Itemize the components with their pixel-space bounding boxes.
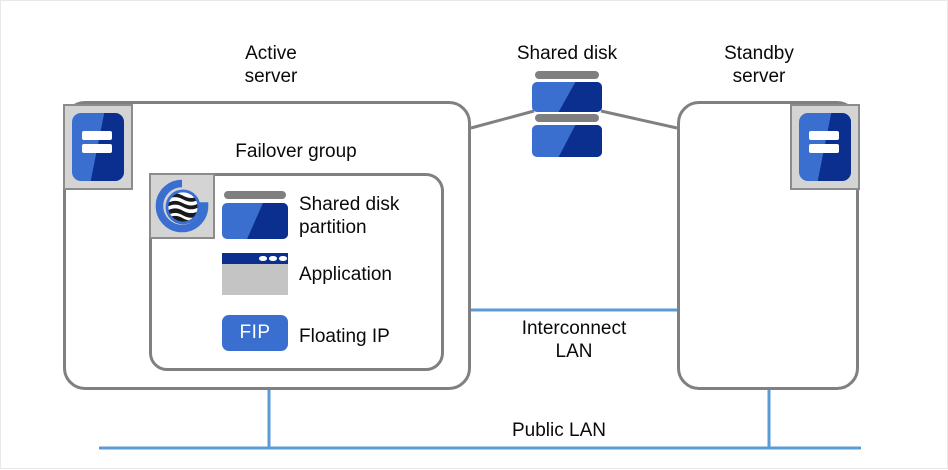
disk-stack-bar-bottom [535, 114, 599, 122]
shared-disk-partition-label: Shared disk partition [299, 194, 400, 238]
disk-body [222, 203, 288, 239]
public-lan-label: Public LAN [512, 420, 606, 441]
fip-badge-icon: FIP [222, 315, 288, 351]
failover-group-label: Failover group [235, 141, 357, 162]
disk-stack-bar-top [535, 71, 599, 79]
app-dot-3 [278, 255, 287, 261]
app-dot-2 [268, 255, 277, 261]
disk-stack-shade-top [558, 82, 602, 112]
link-standby-to-shared-disk [600, 109, 678, 130]
disk-stack-shade-bottom [558, 125, 602, 157]
server-icon [790, 104, 860, 190]
server-slot-1 [81, 130, 113, 140]
active-server-label: Active server [244, 43, 298, 87]
expresscluster-logo-icon [149, 173, 215, 239]
server-slot-1 [808, 130, 840, 140]
server-slot-2 [81, 144, 113, 154]
server-chassis [799, 113, 851, 181]
server-slot-2 [808, 144, 840, 154]
app-dot-1 [258, 255, 267, 261]
application-window-icon [222, 253, 288, 295]
server-icon [63, 104, 133, 190]
shared-disk-label: Shared disk [516, 43, 618, 64]
link-active-to-shared-disk [470, 109, 535, 130]
disk-stack-body-top [532, 82, 602, 112]
disk-stack-body-bottom [532, 125, 602, 157]
disk-top-bar [224, 191, 286, 199]
app-title-bar [222, 253, 288, 264]
standby-server-label: Standby server [724, 43, 794, 87]
disk-stack-icon [532, 71, 602, 157]
floating-ip-label: Floating IP [299, 326, 390, 347]
shared-disk-partition-icon [222, 191, 288, 239]
application-label: Application [299, 264, 392, 285]
disk-shade [247, 203, 288, 239]
interconnect-lan-label: Interconnect LAN [521, 318, 627, 362]
server-chassis [72, 113, 124, 181]
